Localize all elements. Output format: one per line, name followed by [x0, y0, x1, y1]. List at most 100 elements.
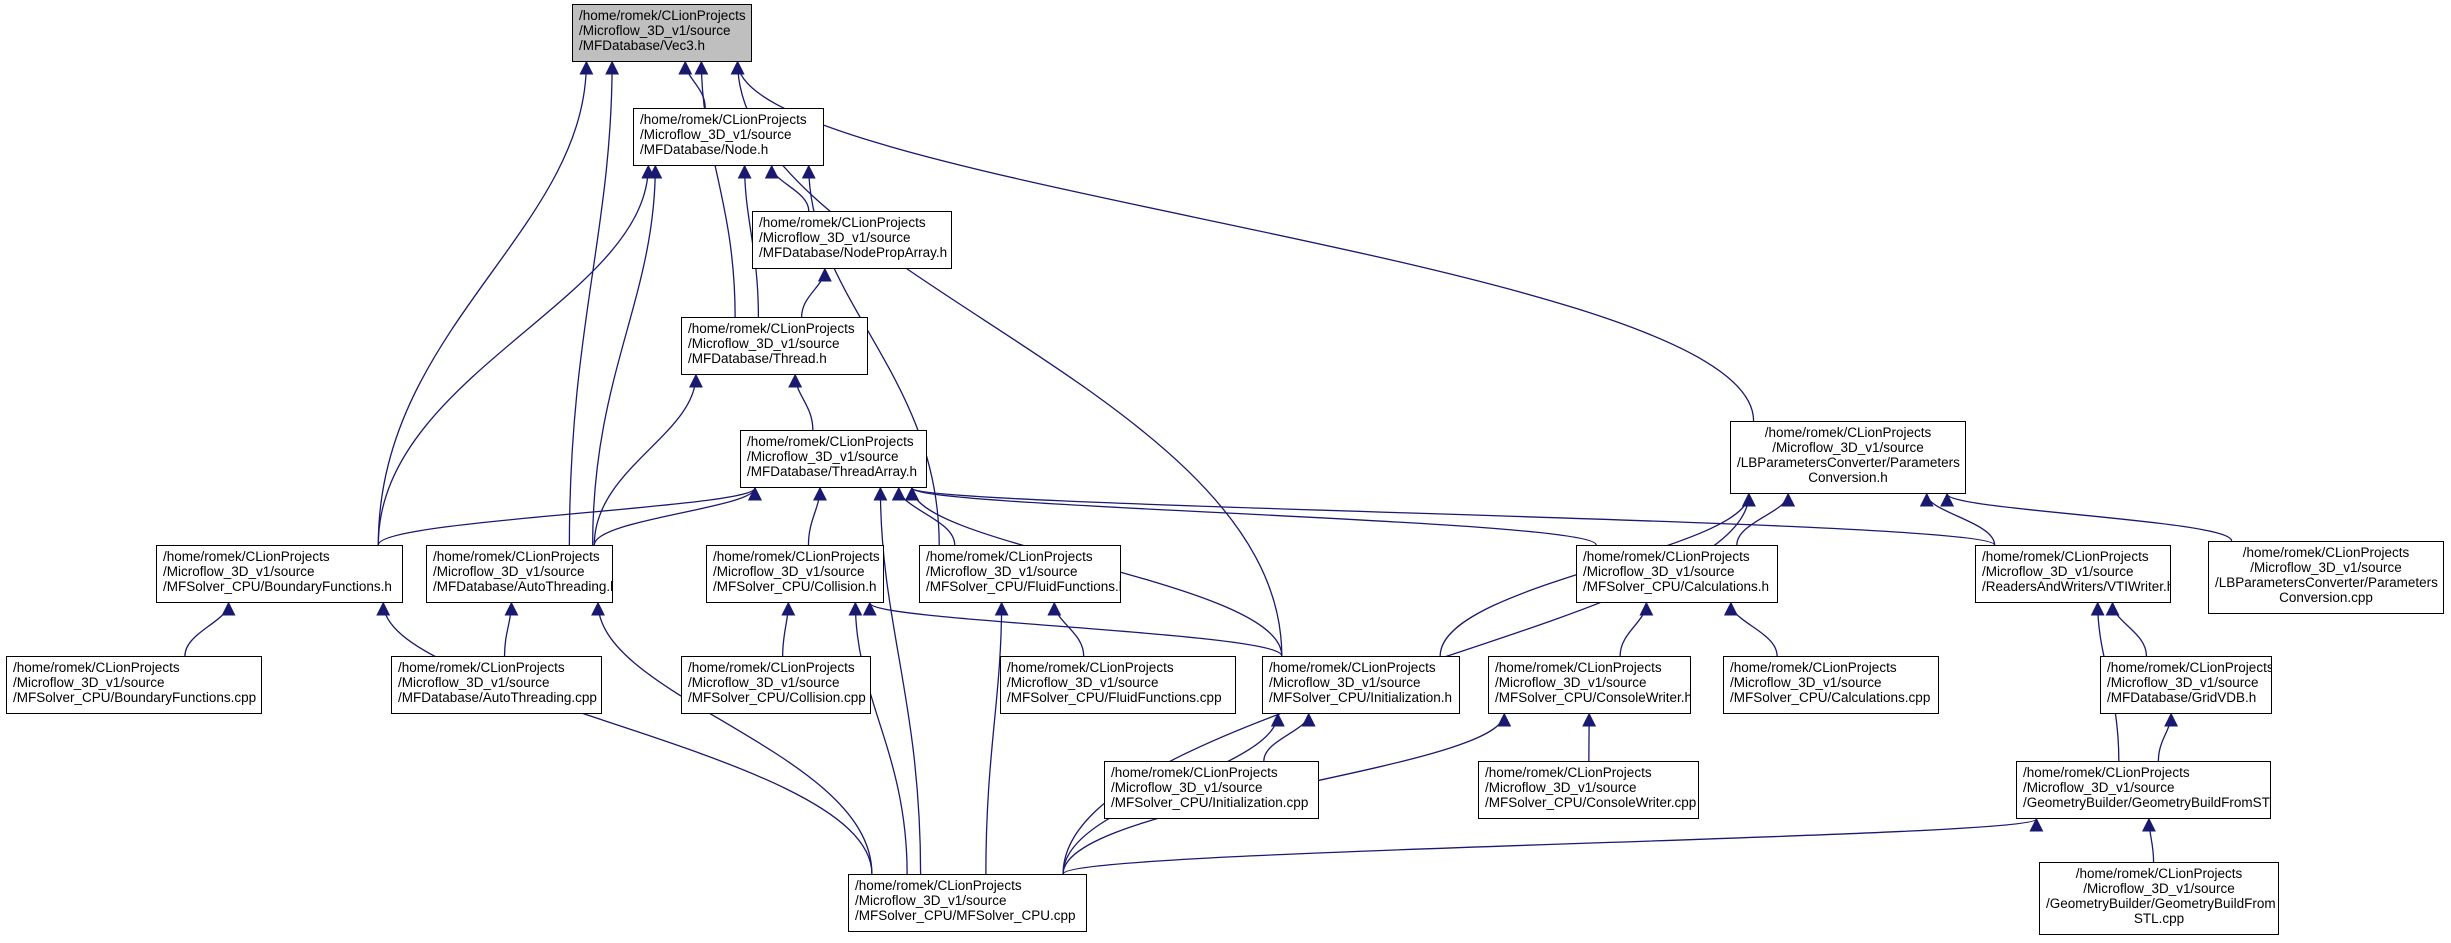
node-vtiwriter-h[interactable]: /home/romek/CLionProjects/Microflow_3D_v…: [1975, 545, 2171, 603]
node-geomstl-h[interactable]: /home/romek/CLionProjects/Microflow_3D_v…: [2016, 761, 2271, 819]
node-label-line: /MFDatabase/NodePropArray.h: [759, 245, 948, 260]
node-label-line: /home/romek/CLionProjects: [398, 660, 565, 675]
node-label-line: /home/romek/CLionProjects: [747, 434, 914, 449]
node-label-line: /MFSolver_CPU/Initialization.h: [1269, 690, 1453, 705]
node-label-line: /Microflow_3D_v1/source: [1495, 675, 1647, 690]
node-label-line: Conversion.cpp: [2279, 590, 2373, 605]
edge-calc-h-to-threadarray-h: [905, 486, 1597, 546]
node-init-cpp[interactable]: /home/romek/CLionProjects/Microflow_3D_v…: [1104, 761, 1319, 819]
node-label-line: /home/romek/CLionProjects: [759, 215, 926, 230]
edge-fluid-h-to-threadarray-h: [891, 486, 956, 546]
node-collision-h[interactable]: /home/romek/CLionProjects/Microflow_3D_v…: [706, 545, 884, 603]
edge-fluid-cpp-to-fluid-h: [1047, 601, 1085, 657]
node-gridvdb-h[interactable]: /home/romek/CLionProjects/Microflow_3D_v…: [2100, 656, 2272, 714]
node-label-line: /Microflow_3D_v1/source: [1111, 780, 1263, 795]
node-label-line: /home/romek/CLionProjects: [1730, 660, 1897, 675]
edge-autothreading-h-to-node-h: [592, 164, 663, 546]
node-label-line: /MFSolver_CPU/ConsoleWriter.h: [1495, 690, 1691, 705]
node-label-line: /GeometryBuilder/GeometryBuildFromSTL.h: [2023, 795, 2271, 810]
edge-calc-h-to-paramconv-h: [1736, 492, 1796, 546]
node-paramconv-cpp[interactable]: /home/romek/CLionProjects/Microflow_3D_v…: [2208, 541, 2444, 614]
edge-init-cpp-to-init-h: [1263, 712, 1316, 762]
edge-collision-h-to-threadarray-h: [807, 486, 828, 546]
edge-autothreading-h-to-threadarray-h: [593, 486, 762, 546]
node-label-line: /Microflow_3D_v1/source: [1730, 675, 1882, 690]
node-calc-h[interactable]: /home/romek/CLionProjects/Microflow_3D_v…: [1576, 545, 1778, 603]
node-paramconv-h[interactable]: /home/romek/CLionProjects/Microflow_3D_v…: [1730, 421, 1966, 494]
node-label-line: /home/romek/CLionProjects: [1111, 765, 1278, 780]
node-label-line: /home/romek/CLionProjects: [640, 112, 807, 127]
node-label-line: /home/romek/CLionProjects: [2075, 866, 2243, 881]
edge-mfsolver-cpp-to-boundary-h: [376, 601, 873, 875]
node-calc-cpp[interactable]: /home/romek/CLionProjects/Microflow_3D_v…: [1723, 656, 1939, 714]
node-label-line: /MFDatabase/Vec3.h: [579, 38, 706, 53]
node-label-line: /Microflow_3D_v1/source: [1007, 675, 1159, 690]
node-consolewriter-h[interactable]: /home/romek/CLionProjects/Microflow_3D_v…: [1488, 656, 1691, 714]
node-label-line: /MFSolver_CPU/ConsoleWriter.cpp: [1485, 795, 1697, 810]
node-label-line: /MFDatabase/GridVDB.h: [2107, 690, 2257, 705]
node-label-line: /Microflow_3D_v1/source: [1982, 564, 2134, 579]
node-label-line: /MFDatabase/ThreadArray.h: [747, 464, 918, 479]
node-label-line: /MFSolver_CPU/Calculations.h: [1583, 579, 1770, 594]
node-label-line: /Microflow_3D_v1/source: [640, 127, 792, 142]
node-label-line: /MFSolver_CPU/Collision.cpp: [688, 690, 866, 705]
node-node-h[interactable]: /home/romek/CLionProjects/Microflow_3D_v…: [633, 108, 824, 166]
node-label-line: /home/romek/CLionProjects: [926, 549, 1093, 564]
node-boundary-h[interactable]: /home/romek/CLionProjects/Microflow_3D_v…: [156, 545, 403, 603]
edge-boundary-h-to-threadarray-h: [377, 486, 762, 546]
node-label-line: /Microflow_3D_v1/source: [163, 564, 315, 579]
node-consolewriter-cpp[interactable]: /home/romek/CLionProjects/Microflow_3D_v…: [1478, 761, 1699, 819]
node-label-line: /Microflow_3D_v1/source: [2107, 675, 2259, 690]
node-label-line: /ReadersAndWriters/VTIWriter.h: [1982, 579, 2171, 594]
edge-geomstl-cpp-to-geomstl-h: [2141, 817, 2156, 863]
node-label-line: /home/romek/CLionProjects: [433, 549, 600, 564]
node-label-line: /home/romek/CLionProjects: [1495, 660, 1662, 675]
node-label-line: /Microflow_3D_v1/source: [2083, 881, 2235, 896]
node-label-line: /home/romek/CLionProjects: [2107, 660, 2272, 675]
edge-vtiwriter-h-to-threadarray-h: [905, 486, 1996, 546]
node-autothreading-h[interactable]: /home/romek/CLionProjects/Microflow_3D_v…: [426, 545, 613, 603]
node-label-line: /Microflow_3D_v1/source: [2250, 560, 2402, 575]
node-label-line: /home/romek/CLionProjects: [1485, 765, 1652, 780]
node-label-line: /Microflow_3D_v1/source: [926, 564, 1078, 579]
node-autothreading-cpp[interactable]: /home/romek/CLionProjects/Microflow_3D_v…: [391, 656, 602, 714]
node-thread-h[interactable]: /home/romek/CLionProjects/Microflow_3D_v…: [681, 317, 868, 375]
node-fluid-h[interactable]: /home/romek/CLionProjects/Microflow_3D_v…: [919, 545, 1121, 603]
edge-consolewriter-h-to-calc-h: [1619, 601, 1654, 657]
node-label-line: /MFDatabase/AutoThreading.cpp: [398, 690, 597, 705]
node-label-line: /Microflow_3D_v1/source: [713, 564, 865, 579]
node-mfsolver-cpp[interactable]: /home/romek/CLionProjects/Microflow_3D_v…: [848, 874, 1087, 932]
node-label-line: /home/romek/CLionProjects: [579, 8, 746, 23]
node-collision-cpp[interactable]: /home/romek/CLionProjects/Microflow_3D_v…: [681, 656, 871, 714]
node-label-line: /GeometryBuilder/GeometryBuildFrom: [2046, 896, 2276, 911]
node-label-line: /home/romek/CLionProjects: [1007, 660, 1174, 675]
edge-mfsolver-cpp-to-collision-h: [848, 601, 908, 875]
node-threadarray-h[interactable]: /home/romek/CLionProjects/Microflow_3D_v…: [740, 430, 927, 488]
node-label-line: /Microflow_3D_v1/source: [2023, 780, 2175, 795]
node-label-line: /Microflow_3D_v1/source: [688, 336, 840, 351]
edge-geomstl-h-to-gridvdb-h: [2157, 712, 2179, 762]
node-label-line: /MFSolver_CPU/FluidFunctions.h: [926, 579, 1121, 594]
edge-boundary-h-to-node-h: [377, 164, 656, 546]
node-geomstl-cpp[interactable]: /home/romek/CLionProjects/Microflow_3D_v…: [2039, 862, 2279, 935]
node-label-line: /home/romek/CLionProjects: [1764, 425, 1932, 440]
node-boundary-cpp[interactable]: /home/romek/CLionProjects/Microflow_3D_v…: [6, 656, 262, 714]
node-label-line: /MFSolver_CPU/FluidFunctions.cpp: [1007, 690, 1222, 705]
node-label-line: /Microflow_3D_v1/source: [855, 893, 1007, 908]
edge-threadarray-h-to-thread-h: [788, 373, 814, 431]
node-init-h[interactable]: /home/romek/CLionProjects/Microflow_3D_v…: [1262, 656, 1460, 714]
node-label-line: /Microflow_3D_v1/source: [433, 564, 585, 579]
node-label-line: /Microflow_3D_v1/source: [1269, 675, 1421, 690]
node-label-line: Conversion.h: [1808, 470, 1888, 485]
edge-calc-cpp-to-calc-h: [1723, 601, 1778, 657]
node-fluid-cpp[interactable]: /home/romek/CLionProjects/Microflow_3D_v…: [1000, 656, 1236, 714]
node-label-line: /home/romek/CLionProjects: [1982, 549, 2149, 564]
node-label-line: STL.cpp: [2133, 911, 2185, 926]
node-nodeproparray-h[interactable]: /home/romek/CLionProjects/Microflow_3D_v…: [752, 211, 952, 269]
node-label-line: /home/romek/CLionProjects: [1583, 549, 1750, 564]
node-label-line: /Microflow_3D_v1/source: [1772, 440, 1924, 455]
node-label-line: /home/romek/CLionProjects: [713, 549, 880, 564]
edge-node-h-to-vec3: [678, 60, 706, 109]
node-label-line: /Microflow_3D_v1/source: [759, 230, 911, 245]
